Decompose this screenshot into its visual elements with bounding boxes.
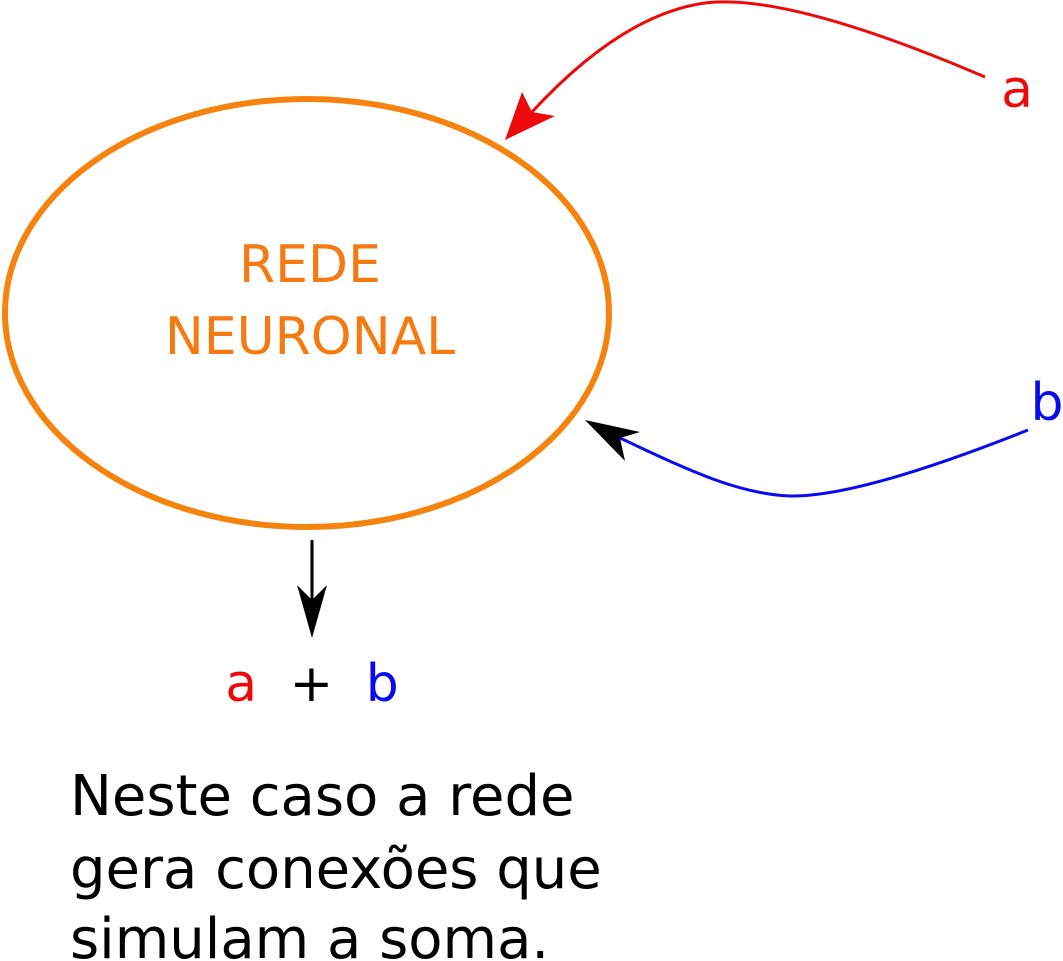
output-b: b [366, 654, 399, 714]
output-plus: + [290, 654, 334, 714]
input-a-arrowhead [505, 92, 555, 140]
output-expression: a + b [225, 654, 399, 714]
output-arrowhead [297, 585, 327, 638]
caption-line3: simulam a soma. [70, 907, 549, 961]
caption-line1: Neste caso a rede [70, 764, 574, 829]
network-label-line1: REDE [239, 235, 381, 295]
input-a-connector [530, 0, 986, 114]
input-b-label: b [1030, 373, 1063, 433]
output-a: a [225, 654, 257, 714]
caption-line2: gera conexões que [70, 837, 602, 902]
network-ellipse [2, 96, 612, 530]
input-b-connector [619, 428, 1029, 498]
input-b-arrowhead [585, 420, 640, 461]
network-label-line2: NEURONAL [165, 307, 455, 367]
input-a-label: a [1001, 60, 1033, 120]
